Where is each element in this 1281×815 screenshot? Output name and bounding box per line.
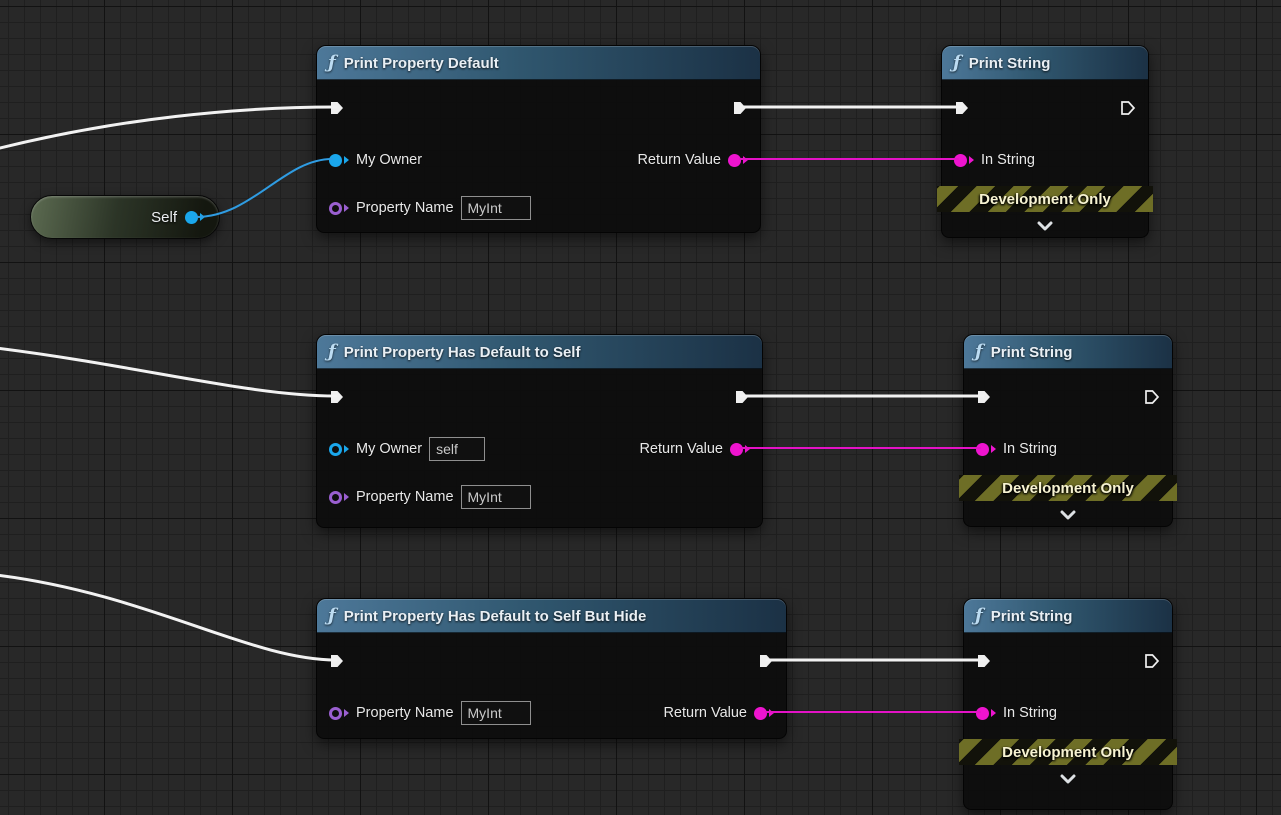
- node-print-string-1[interactable]: ƒ Print String In String Development Onl…: [937, 45, 1153, 240]
- development-only-banner: Development Only: [937, 186, 1153, 212]
- chevron-down-icon[interactable]: [1036, 221, 1054, 231]
- exec-wire-in-2[interactable]: [0, 347, 338, 398]
- node-print-string-3[interactable]: ƒ Print String In String Development Onl…: [959, 598, 1177, 810]
- in-string-label: In String: [1003, 441, 1057, 457]
- function-icon: ƒ: [328, 605, 336, 626]
- development-only-banner: Development Only: [959, 739, 1177, 765]
- property-name-label: Property Name: [356, 489, 454, 505]
- chevron-down-icon[interactable]: [1059, 510, 1077, 520]
- pin-row: In String: [964, 689, 1172, 737]
- chevron-down-icon[interactable]: [1059, 774, 1077, 784]
- node-header[interactable]: ƒ Print String: [964, 599, 1172, 633]
- node-title: Print Property Has Default to Self But H…: [343, 607, 647, 625]
- exec-pin-row: [317, 80, 760, 136]
- node-header[interactable]: ƒ Print Property Has Default to Self: [317, 335, 762, 369]
- exec-output-pin[interactable]: [1144, 653, 1160, 669]
- node-title: Print String: [990, 607, 1073, 625]
- node-header[interactable]: ƒ Print Property Default: [317, 46, 760, 80]
- node-title: Print Property Has Default to Self: [343, 343, 581, 361]
- expand-row: [964, 501, 1172, 529]
- property-name-field[interactable]: [460, 701, 531, 725]
- node-header[interactable]: ƒ Print String: [942, 46, 1148, 80]
- expand-row: [964, 765, 1172, 793]
- return-value-label: Return Value: [639, 441, 723, 457]
- exec-output-pin[interactable]: [1120, 100, 1136, 116]
- node-print-property-has-default-to-self-but-hide[interactable]: ƒ Print Property Has Default to Self But…: [316, 598, 787, 739]
- function-icon: ƒ: [328, 341, 336, 362]
- node-title: Print String: [968, 54, 1051, 72]
- development-only-text: Development Only: [1002, 479, 1134, 497]
- development-only-banner: Development Only: [959, 475, 1177, 501]
- property-name-label: Property Name: [356, 200, 454, 216]
- pin-row: My Owner Return Value: [317, 136, 760, 184]
- my-owner-field[interactable]: [429, 437, 486, 461]
- node-print-string-2[interactable]: ƒ Print String In String Development Onl…: [959, 334, 1177, 529]
- my-owner-input-pin[interactable]: [329, 442, 349, 456]
- exec-wire-in-3[interactable]: [0, 574, 338, 662]
- node-header[interactable]: ƒ Print Property Has Default to Self But…: [317, 599, 786, 633]
- in-string-label: In String: [981, 152, 1035, 168]
- pin-row: Property Name Return Value: [317, 689, 786, 737]
- development-only-text: Development Only: [1002, 743, 1134, 761]
- exec-output-pin[interactable]: [1144, 389, 1160, 405]
- function-icon: ƒ: [975, 605, 983, 626]
- pin-row: In String: [964, 425, 1172, 473]
- function-icon: ƒ: [328, 52, 336, 73]
- property-name-input-pin[interactable]: [329, 490, 349, 504]
- pin-row: In String: [942, 136, 1148, 184]
- property-name-field[interactable]: [460, 196, 531, 220]
- my-owner-label: My Owner: [356, 152, 423, 168]
- return-value-label: Return Value: [637, 152, 721, 168]
- exec-pin-row: [964, 633, 1172, 689]
- exec-pin-row: [317, 369, 762, 425]
- pin-row: My Owner Return Value: [317, 425, 762, 473]
- function-icon: ƒ: [975, 341, 983, 362]
- in-string-input-pin[interactable]: [976, 706, 996, 720]
- object-wire-self[interactable]: [195, 158, 333, 218]
- expand-row: [942, 212, 1148, 240]
- in-string-label: In String: [1003, 705, 1057, 721]
- property-name-input-pin[interactable]: [329, 201, 349, 215]
- my-owner-input-pin[interactable]: [329, 153, 349, 167]
- self-node-label: Self: [151, 208, 177, 226]
- exec-wire-in-1[interactable]: [0, 105, 338, 150]
- node-print-property-default[interactable]: ƒ Print Property Default My Owner Return…: [316, 45, 761, 233]
- pin-row: Property Name: [317, 184, 760, 232]
- node-self-variable[interactable]: Self: [30, 195, 220, 239]
- property-name-label: Property Name: [356, 705, 454, 721]
- exec-pin-row: [942, 80, 1148, 136]
- property-name-field[interactable]: [460, 485, 531, 509]
- my-owner-label: My Owner: [356, 441, 423, 457]
- in-string-input-pin[interactable]: [954, 153, 974, 167]
- return-value-label: Return Value: [663, 705, 747, 721]
- node-print-property-has-default-to-self[interactable]: ƒ Print Property Has Default to Self My …: [316, 334, 763, 528]
- function-icon: ƒ: [953, 52, 961, 73]
- development-only-text: Development Only: [979, 190, 1111, 208]
- property-name-input-pin[interactable]: [329, 706, 349, 720]
- node-header[interactable]: ƒ Print String: [964, 335, 1172, 369]
- node-title: Print Property Default: [343, 54, 499, 72]
- node-title: Print String: [990, 343, 1073, 361]
- in-string-input-pin[interactable]: [976, 442, 996, 456]
- exec-pin-row: [964, 369, 1172, 425]
- pin-row: Property Name: [317, 473, 762, 521]
- exec-pin-row: [317, 633, 786, 689]
